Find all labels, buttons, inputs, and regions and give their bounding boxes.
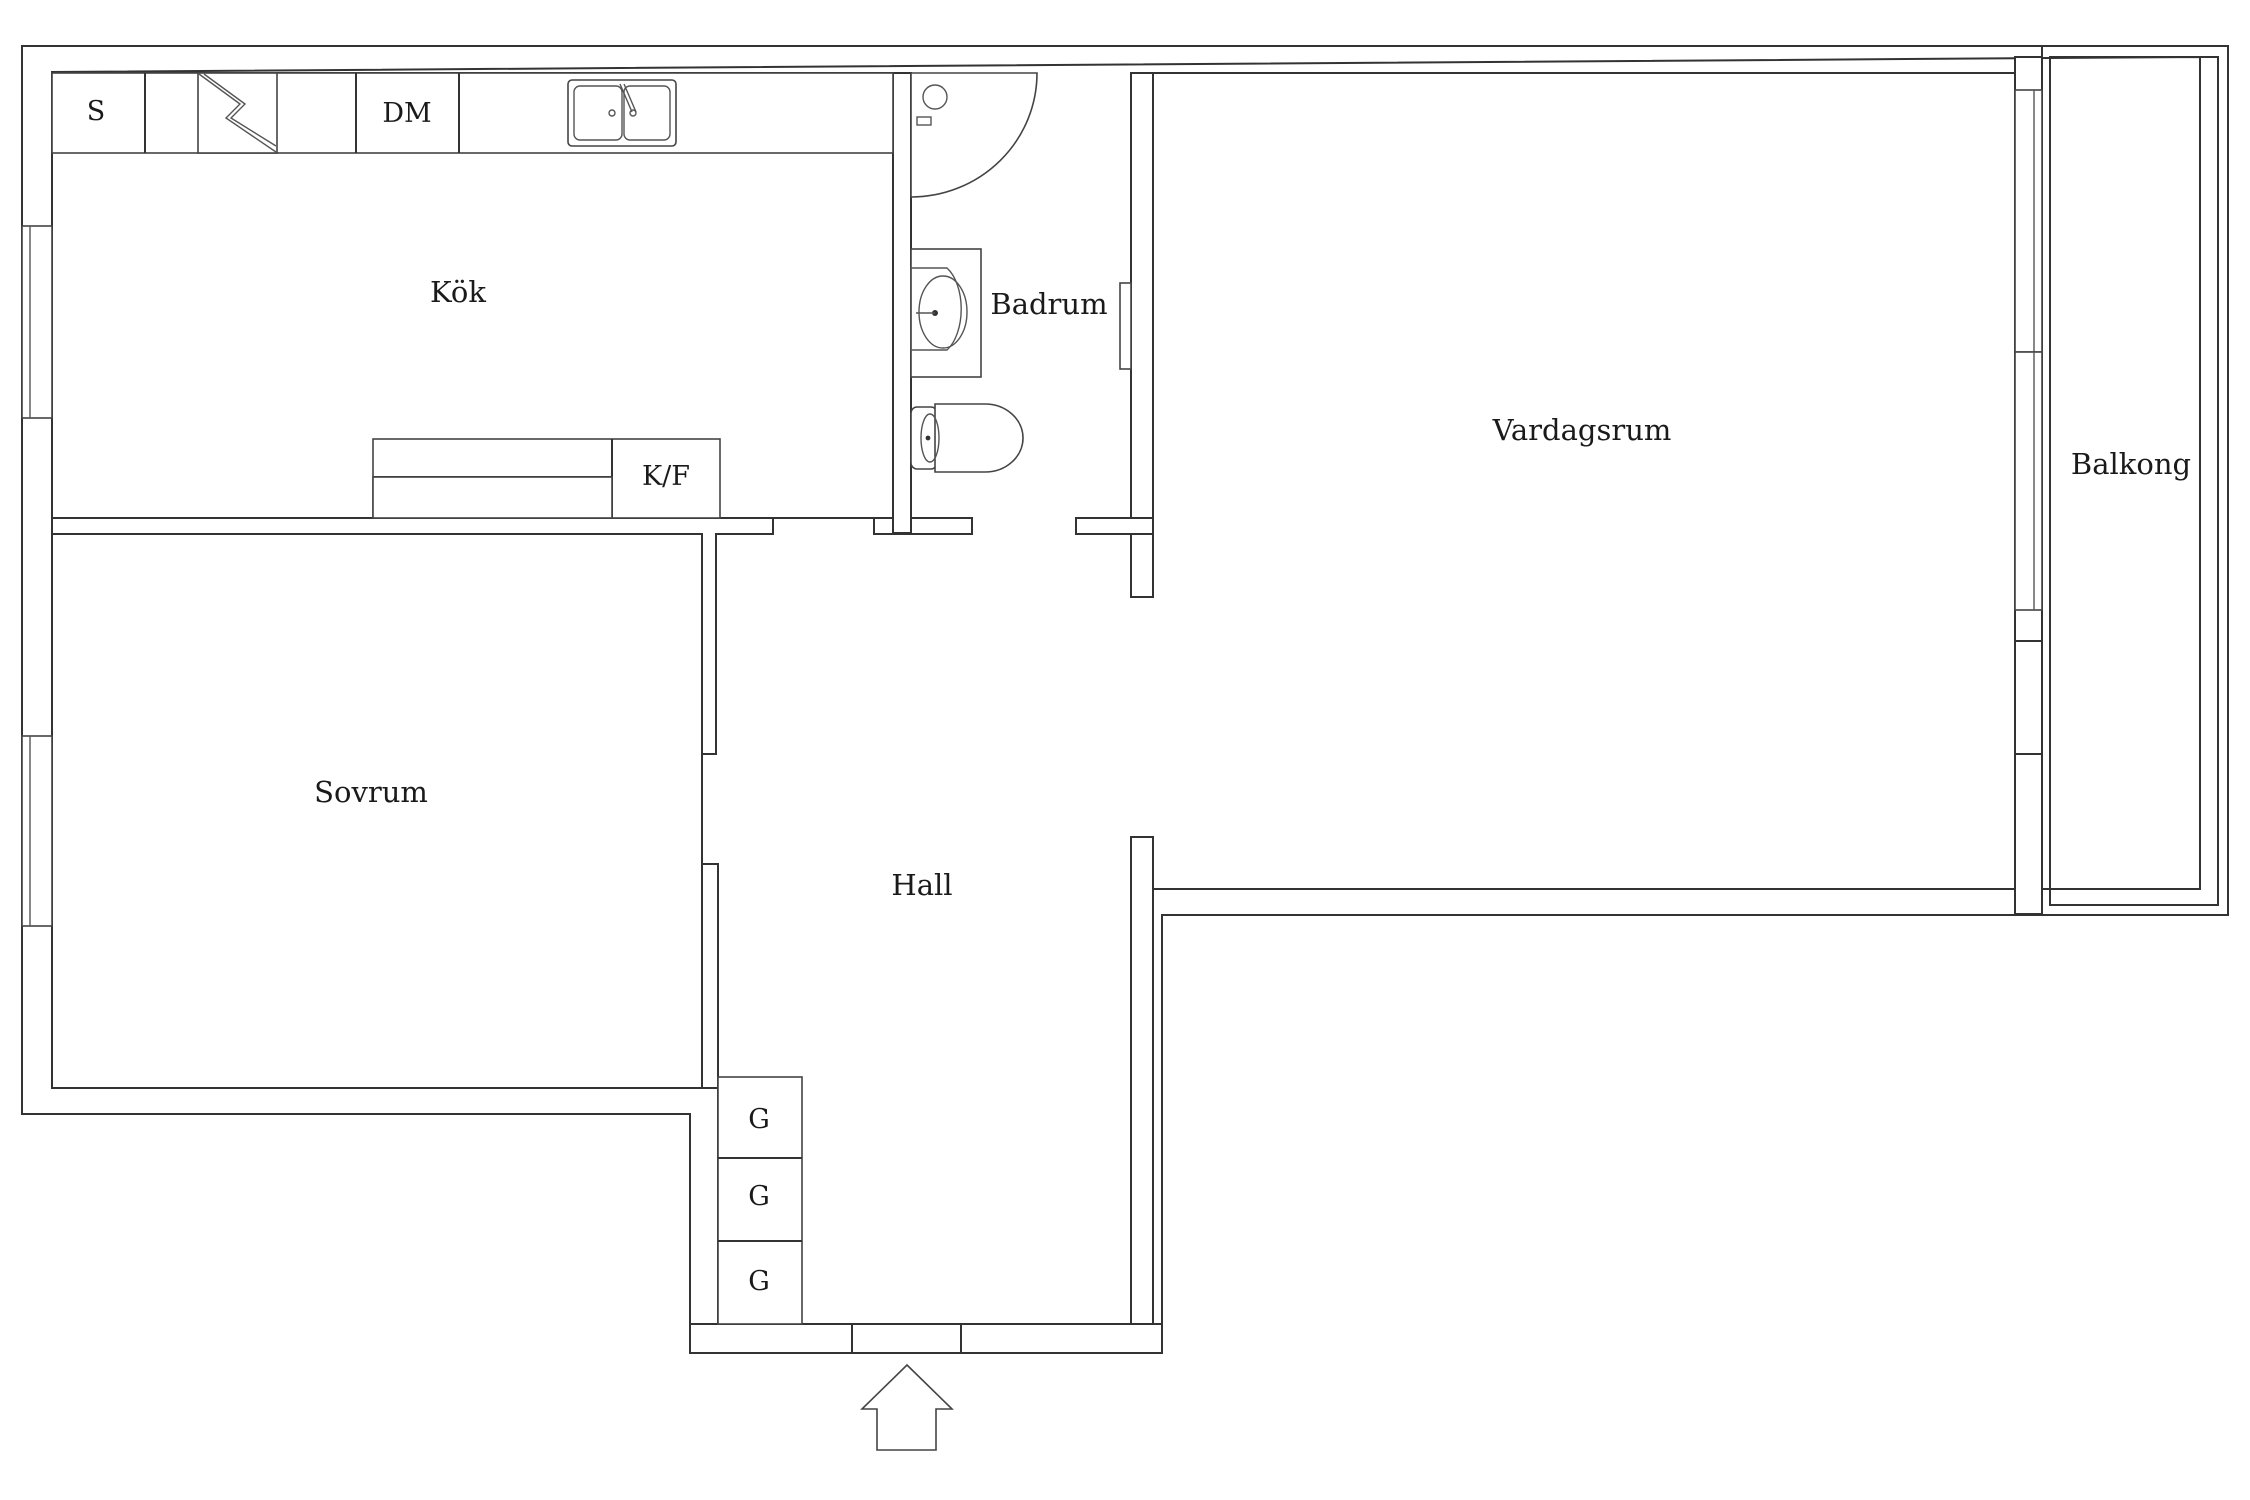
- washbasin-icon: [910, 248, 982, 378]
- living-window-lower: [2014, 351, 2043, 611]
- front-door-opening: [853, 1326, 960, 1356]
- room-label-kitchen: Kök: [430, 275, 486, 309]
- bedroom-window: [21, 735, 53, 927]
- bedroom-outline: [51, 533, 703, 1089]
- living-room-outline: [1152, 72, 2016, 890]
- shower-icon: [910, 72, 1038, 198]
- room-label-living-room: Vardagsrum: [1492, 413, 1672, 447]
- stove-label: S: [87, 96, 106, 127]
- kitchen-hall-wall-left: [51, 517, 774, 755]
- fridge-icon: [197, 72, 278, 154]
- windows: [21, 89, 2043, 927]
- outer-wall: [21, 45, 2229, 1354]
- interior-walls: [51, 45, 2229, 1356]
- living-window-upper: [2014, 89, 2043, 353]
- living-balcony-wall-lower: [2014, 753, 2043, 915]
- toilet-icon: [910, 403, 1024, 473]
- hall-bottom-wall-left: [689, 1323, 853, 1354]
- wardrobe-label-1: G: [748, 1104, 770, 1135]
- balcony-inner: [2049, 56, 2219, 906]
- hall-left-wall-lower: [701, 863, 719, 1089]
- entrance-arrow-icon: [860, 1363, 954, 1451]
- kitchen-island: K/F: [372, 438, 721, 519]
- room-labels: Kök Badrum Vardagsrum Balkong Sovrum Hal…: [314, 275, 2191, 902]
- bathroom-vent: [1119, 282, 1132, 370]
- living-left-wall-lower: [1130, 836, 1154, 1327]
- wardrobe-label-2: G: [748, 1181, 770, 1212]
- room-label-hall: Hall: [891, 868, 952, 902]
- fridge-freezer-label: K/F: [642, 461, 690, 492]
- dishwasher-label: DM: [382, 98, 431, 129]
- kitchen-wall-stub: [873, 517, 973, 535]
- bathroom-fixtures: [910, 72, 1038, 473]
- room-label-bathroom: Badrum: [990, 287, 1107, 321]
- hall-bottom-wall-right: [960, 1323, 1163, 1354]
- bathroom-left-wall: [892, 72, 912, 534]
- bathroom-bottom-wall-right: [1075, 517, 1154, 535]
- wardrobes: G G G: [717, 1076, 803, 1325]
- wardrobe-label-3: G: [748, 1266, 770, 1297]
- kitchen-window: [21, 225, 53, 419]
- kitchen-sink-icon: [567, 79, 677, 147]
- room-label-bedroom: Sovrum: [314, 775, 428, 809]
- kitchen-counter: S DM: [51, 72, 894, 154]
- room-label-balcony: Balkong: [2071, 447, 2191, 481]
